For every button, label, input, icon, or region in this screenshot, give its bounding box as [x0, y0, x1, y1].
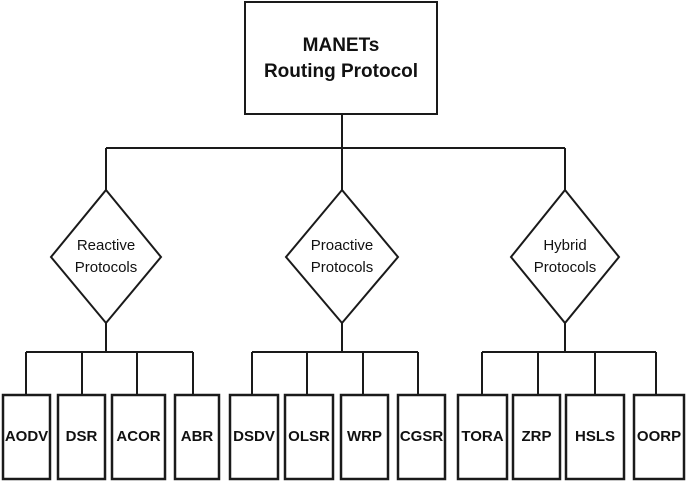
leaf-wrp: WRP	[339, 393, 390, 481]
leaf-zrp: ZRP	[511, 393, 562, 481]
leaf-aodv: AODV	[1, 393, 52, 481]
root-node: MANETs Routing Protocol	[244, 1, 438, 115]
leaf-zrp-label: ZRP	[522, 428, 552, 445]
leaf-hsls-label: HSLS	[575, 428, 615, 445]
category-hybrid: Hybrid Protocols	[509, 188, 621, 325]
category-reactive-line1: Reactive	[77, 237, 135, 254]
leaf-acor: ACOR	[110, 393, 167, 481]
leaf-tora-label: TORA	[461, 428, 503, 445]
leaf-olsr-label: OLSR	[288, 428, 330, 445]
leaf-oorp: OORP	[632, 393, 686, 481]
leaf-acor-label: ACOR	[116, 428, 160, 445]
category-proactive: Proactive Protocols	[284, 188, 400, 325]
category-reactive: Reactive Protocols	[49, 188, 163, 325]
category-hybrid-line2: Protocols	[534, 259, 597, 276]
leaf-dsdv-label: DSDV	[233, 428, 275, 445]
leaf-cgsr: CGSR	[396, 393, 447, 481]
category-reactive-line2: Protocols	[75, 259, 138, 276]
leaf-dsdv: DSDV	[228, 393, 280, 481]
leaf-dsr-label: DSR	[66, 428, 98, 445]
leaf-hsls: HSLS	[564, 393, 626, 481]
root-title-line1: MANETs	[303, 35, 380, 56]
leaf-dsr: DSR	[56, 393, 107, 481]
root-title-line2: Routing Protocol	[264, 61, 418, 82]
leaf-cgsr-label: CGSR	[400, 428, 444, 445]
leaf-abr: ABR	[173, 393, 221, 481]
leaf-abr-label: ABR	[181, 428, 214, 445]
leaf-wrp-label: WRP	[347, 428, 382, 445]
leaf-oorp-label: OORP	[637, 428, 681, 445]
category-proactive-line2: Protocols	[311, 259, 374, 276]
category-hybrid-line1: Hybrid	[543, 237, 586, 254]
leaf-olsr: OLSR	[283, 393, 335, 481]
leaf-aodv-label: AODV	[5, 428, 48, 445]
category-proactive-line1: Proactive	[311, 237, 374, 254]
leaf-tora: TORA	[456, 393, 509, 481]
